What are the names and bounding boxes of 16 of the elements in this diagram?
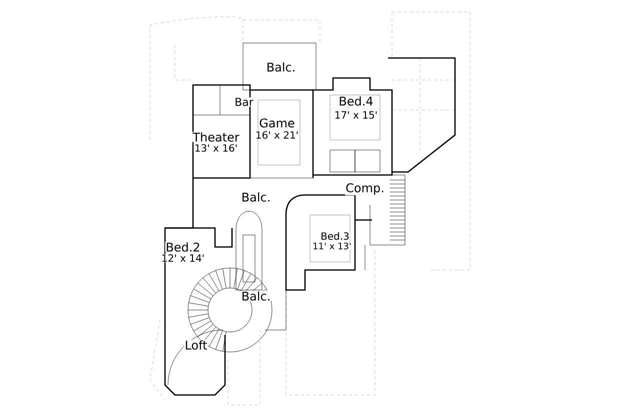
room-label: 12' x 14' bbox=[160, 254, 206, 262]
room-label: Loft bbox=[184, 340, 208, 350]
room-label: Bed.2 bbox=[165, 242, 201, 252]
room-label: 16' x 21' bbox=[254, 130, 300, 140]
room-label: Bed.3 bbox=[320, 232, 350, 240]
room-label: 11' x 13' bbox=[312, 242, 352, 250]
room-label: 13' x 16' bbox=[194, 144, 238, 152]
room-label: Comp. bbox=[345, 182, 385, 196]
room-label: Balc. bbox=[240, 192, 272, 202]
room-label: 17' x 15' bbox=[334, 110, 378, 120]
room-label: Balc. bbox=[240, 290, 272, 302]
room-label: Bed.4 bbox=[338, 96, 374, 106]
room-label: Bar bbox=[234, 97, 254, 107]
room-label: Balc. bbox=[266, 62, 296, 72]
room-label: Game bbox=[258, 118, 296, 128]
room-label: Theater bbox=[192, 132, 240, 142]
